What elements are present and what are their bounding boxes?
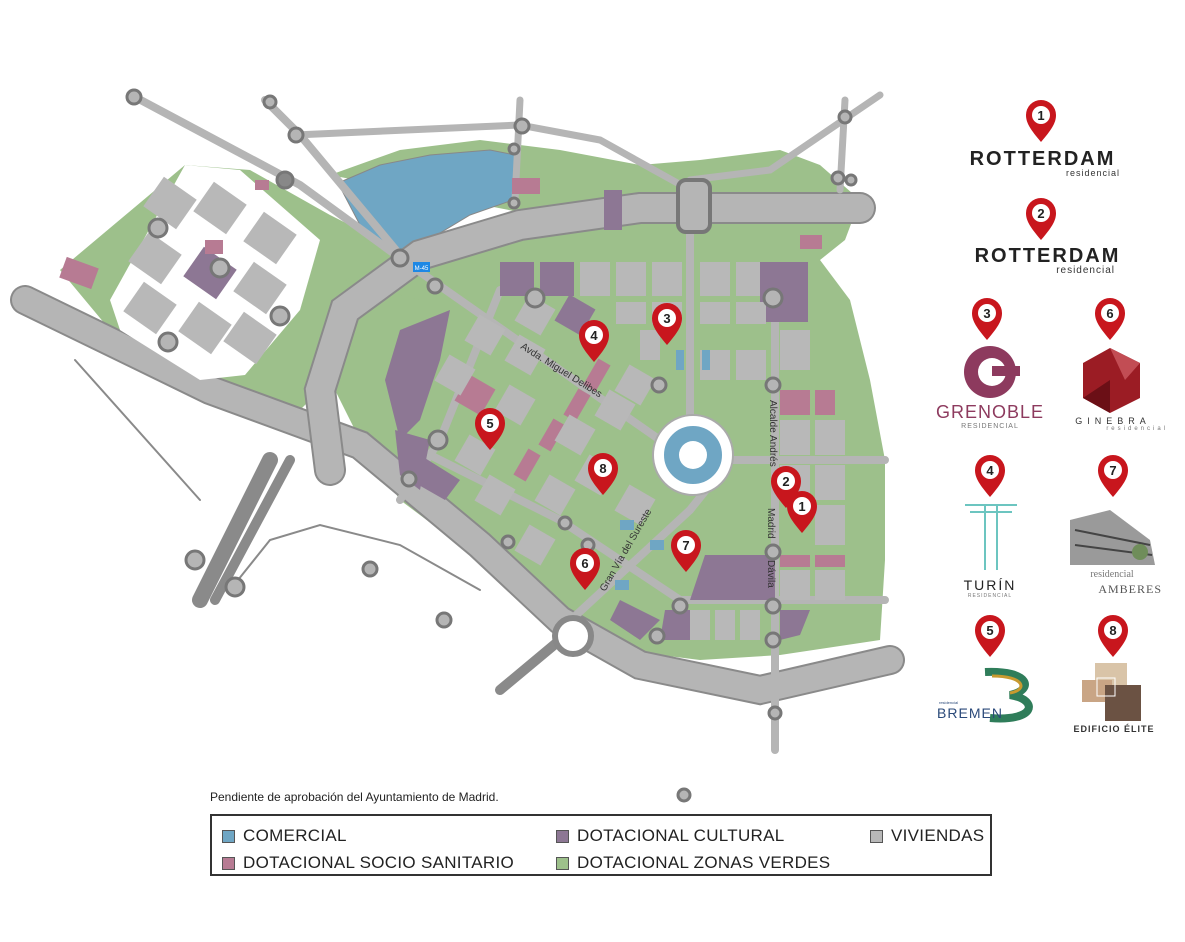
map-pin-1[interactable]: 1 — [787, 491, 817, 533]
brand-pin-3: 3 — [972, 298, 1002, 340]
brand-rotterdam-2[interactable]: ROTTERDAM residencial — [955, 245, 1140, 276]
brand-name: AMBERES — [1098, 582, 1162, 596]
brand-name: BREMEN — [937, 705, 1003, 721]
approval-note: Pendiente de aprobación del Ayuntamiento… — [210, 790, 499, 804]
m45-sign-label: M-45 — [415, 266, 429, 272]
legend-item-viviendas: VIVIENDAS — [870, 826, 984, 846]
map-pin-6[interactable]: 6 — [570, 548, 600, 590]
legend-swatch — [870, 829, 883, 843]
legend-label: VIVIENDAS — [891, 826, 985, 845]
turin-logo-icon — [965, 504, 1017, 570]
brand-ginebra[interactable]: GINEBRA residencial — [1058, 416, 1168, 432]
brand-subtitle: residencial — [939, 700, 959, 705]
brand-pin-4: 4 — [975, 455, 1005, 497]
brand-pin-5: 5 — [975, 615, 1005, 657]
street-alcalde-andres: Alcalde Andrés — [767, 400, 778, 467]
brand-name: GRENOBLE — [935, 402, 1045, 422]
m45-sign: M-45 — [413, 262, 430, 272]
intersections — [125, 88, 858, 803]
map-pin-label: 2 — [782, 474, 789, 489]
edificio-elite-logo-icon — [1082, 663, 1141, 721]
map-pin-7[interactable]: 7 — [671, 530, 701, 572]
svg-text:5: 5 — [986, 623, 993, 638]
map-pin-3[interactable]: 3 — [652, 303, 682, 345]
brand-subtitle: residencial — [1056, 265, 1115, 276]
legend-label: DOTACIONAL ZONAS VERDES — [577, 853, 831, 872]
legend-swatch — [222, 829, 235, 843]
legend-swatch — [556, 856, 569, 870]
brand-subtitle: residencial — [1065, 168, 1120, 178]
brand-name: ROTTERDAM — [974, 245, 1121, 267]
legend-item-socio-sanitario: DOTACIONAL SOCIO SANITARIO — [222, 853, 514, 873]
svg-text:3: 3 — [983, 306, 990, 321]
map-pin-label: 8 — [599, 461, 606, 476]
bremen-logo-icon — [984, 667, 1033, 723]
brand-subtitle: residencial — [1106, 426, 1168, 432]
map-pin-label: 4 — [590, 328, 598, 343]
svg-text:8: 8 — [1109, 623, 1116, 638]
brand-bremen[interactable]: residencial BREMEN — [935, 700, 1005, 721]
brand-pin-6: 6 — [1095, 298, 1125, 340]
legend: COMERCIAL DOTACIONAL CULTURAL VIVIENDAS … — [210, 814, 992, 876]
brand-name: TURÍN — [963, 577, 1017, 593]
map-pin-5[interactable]: 5 — [475, 408, 505, 450]
map-pin-4[interactable]: 4 — [579, 320, 609, 362]
street-davila: Dávila — [765, 560, 776, 588]
ginebra-logo-icon — [1083, 348, 1140, 413]
brand-name: GINEBRA — [1075, 416, 1151, 426]
legend-label: DOTACIONAL CULTURAL — [577, 826, 785, 845]
map-pin-8[interactable]: 8 — [588, 453, 618, 495]
map-pin-2[interactable]: 2 — [771, 466, 801, 508]
legend-item-comercial: COMERCIAL — [222, 826, 347, 846]
brand-grenoble[interactable]: GRENOBLE RESIDENCIAL — [930, 402, 1050, 430]
brand-pin-1: 1 — [1026, 100, 1056, 142]
amberes-logo-icon — [1070, 510, 1155, 565]
brand-rotterdam[interactable]: ROTTERDAM residencial — [955, 148, 1130, 178]
brand-name: EDIFICIO ÉLITE — [1073, 724, 1155, 734]
brand-pin-8: 8 — [1098, 615, 1128, 657]
svg-text:4: 4 — [986, 463, 994, 478]
roundabout-top — [676, 178, 712, 234]
map-pin-label: 1 — [798, 499, 805, 514]
map-pin-label: 6 — [581, 556, 588, 571]
legend-label: COMERCIAL — [243, 826, 347, 845]
svg-text:1: 1 — [1037, 108, 1044, 123]
svg-text:7: 7 — [1109, 463, 1116, 478]
legend-swatch — [556, 829, 569, 843]
brand-subtitle: residencial — [1090, 569, 1134, 580]
brand-pin-7: 7 — [1098, 455, 1128, 497]
brand-amberes[interactable]: residencial AMBERES — [1062, 564, 1162, 597]
brand-pin-2: 2 — [1026, 198, 1056, 240]
grenoble-logo-icon — [964, 346, 1020, 398]
svg-text:2: 2 — [1037, 206, 1044, 221]
central-plaza — [652, 414, 734, 496]
legend-item-dotacional-cultural: DOTACIONAL CULTURAL — [556, 826, 785, 846]
legend-swatch — [222, 856, 235, 870]
brand-subtitle: RESIDENCIAL — [967, 593, 1013, 599]
map-pin-label: 7 — [682, 538, 689, 553]
svg-text:6: 6 — [1106, 306, 1113, 321]
brand-edificio-elite[interactable]: EDIFICIO ÉLITE — [1072, 724, 1156, 734]
map-pin-label: 5 — [486, 416, 493, 431]
brand-name: ROTTERDAM — [969, 148, 1116, 170]
street-madrid: Madrid — [765, 508, 776, 539]
brand-turin[interactable]: TURÍN RESIDENCIAL — [950, 577, 1030, 599]
legend-label: DOTACIONAL SOCIO SANITARIO — [243, 853, 515, 872]
map-pin-label: 3 — [663, 311, 670, 326]
brand-subtitle: RESIDENCIAL — [961, 423, 1019, 430]
legend-item-zonas-verdes: DOTACIONAL ZONAS VERDES — [556, 853, 830, 873]
roundabout-south — [552, 615, 594, 657]
